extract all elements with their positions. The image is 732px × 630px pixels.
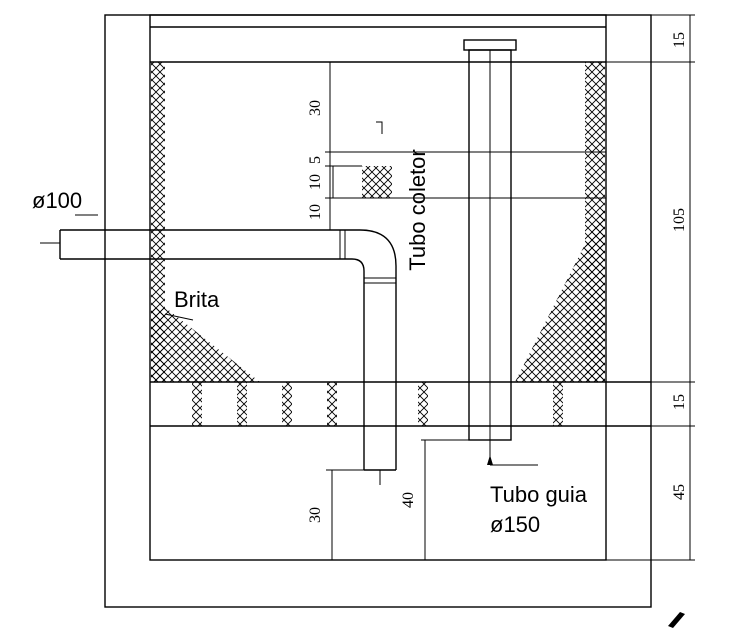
guide-pipe [463,39,538,466]
inlet-pipe [40,229,397,485]
gravel-fill [151,62,605,382]
dim-lower: 10 [307,204,324,220]
dim-gap: 5 [307,156,324,164]
dim-upper: 30 [307,100,324,116]
dim-bottom-chamber: 45 [671,484,688,500]
false-bottom [150,381,651,427]
dim-collector: 10 [307,174,324,190]
inlet-pipe-label: ø100 [32,188,82,213]
dim-filter-bed: 105 [671,208,688,232]
labels: ø100 Brita Tubo coletor Tubo guia ø150 [32,149,588,537]
gravel-label: Brita [174,287,220,312]
dim-top-slab: 15 [671,32,688,48]
dimension-lines [75,14,695,561]
dimension-texts: 15 105 15 45 30 5 10 10 30 40 [307,32,688,523]
guide-pipe-diameter-label: ø150 [490,512,540,537]
corner-mark [668,612,685,628]
dim-false-bottom: 15 [671,394,688,410]
collector-pipe-label: Tubo coletor [405,149,430,270]
dim-pipe-depth: 30 [307,507,324,523]
tank-walls [104,14,652,608]
dim-chamber-depth: 40 [400,492,417,508]
collector-pipe [362,121,392,198]
guide-pipe-label: Tubo guia [490,482,588,507]
